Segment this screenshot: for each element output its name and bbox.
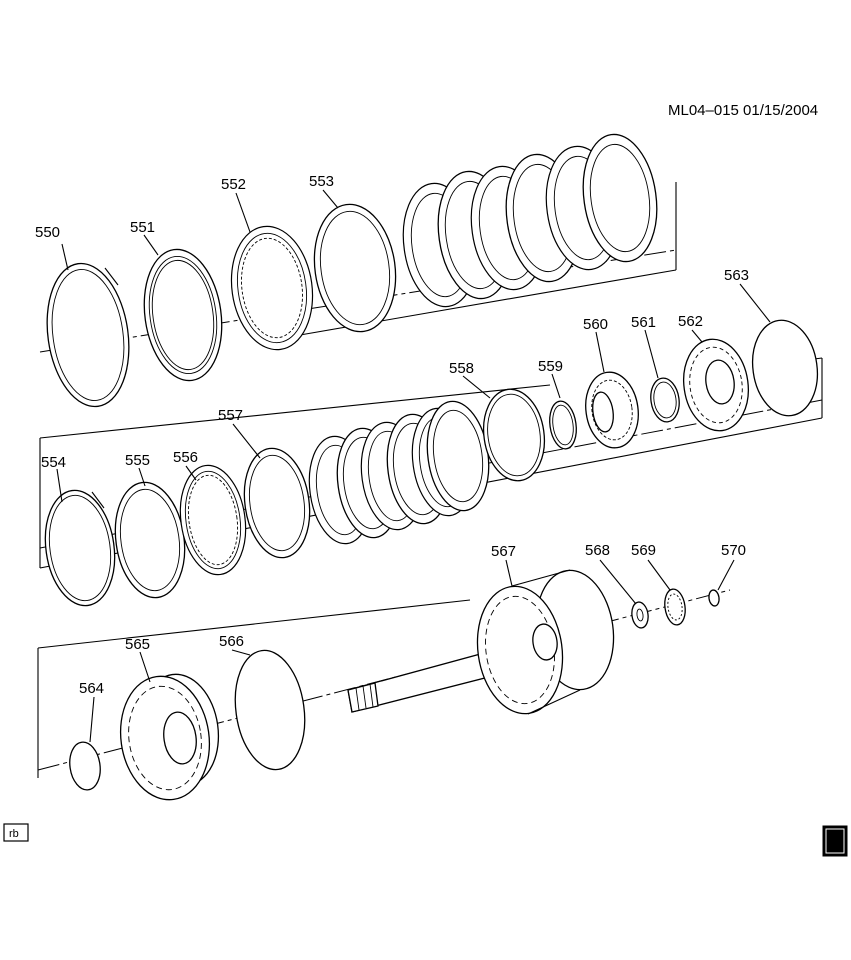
label-567: 567 [491, 543, 516, 560]
label-554: 554 [41, 454, 66, 471]
part-566-seal-ring [234, 649, 306, 771]
part-556-friction-plate [179, 464, 247, 576]
part-562-bearing-race [683, 338, 749, 432]
label-564: 564 [79, 680, 104, 697]
label-568: 568 [585, 542, 610, 559]
label-558: 558 [449, 360, 474, 377]
part-568-washer [631, 601, 649, 629]
label-556: 556 [173, 449, 198, 466]
label-550: 550 [35, 224, 60, 241]
label-563: 563 [724, 267, 749, 284]
part-570-snap-ring [708, 589, 720, 607]
label-561: 561 [631, 314, 656, 331]
gm-spo-logo [822, 825, 848, 857]
part-560-sprag-assembly [585, 371, 639, 449]
label-553: 553 [309, 173, 334, 190]
label-552: 552 [221, 176, 246, 193]
part-563-seal-ring [751, 319, 819, 417]
label-555: 555 [125, 452, 150, 469]
label-551: 551 [130, 219, 155, 236]
label-566: 566 [219, 633, 244, 650]
part-559-snap-ring [549, 400, 577, 450]
diagram-code-date: ML04–015 01/15/2004 [668, 102, 818, 119]
part-551-steel-plate [143, 248, 223, 382]
label-570: 570 [721, 542, 746, 559]
part-564-ring [69, 741, 101, 791]
part-567-drum [476, 569, 615, 715]
label-557: 557 [218, 407, 243, 424]
part-569-thrust-bearing [664, 588, 686, 626]
label-565: 565 [125, 636, 150, 653]
part-554-snap-ring [44, 489, 116, 607]
part-561-ring [650, 377, 680, 423]
part-552-friction-plate [230, 225, 314, 351]
part-565-housing [119, 673, 220, 801]
clutch-pack-upper [402, 133, 658, 308]
label-559: 559 [538, 358, 563, 375]
part-557-steel-plate [243, 447, 311, 559]
clutch-pack-lower [308, 400, 490, 545]
label-562: 562 [678, 313, 703, 330]
part-550-snap-ring [46, 262, 130, 408]
part-555-steel-plate [114, 481, 186, 599]
label-569: 569 [631, 542, 656, 559]
leader-lines [56, 189, 771, 743]
part-558-plate [482, 388, 546, 482]
rb-tag: rb [9, 828, 19, 840]
rb-tag-box [3, 823, 29, 842]
part-553-steel-plate [313, 203, 397, 333]
label-560: 560 [583, 316, 608, 333]
